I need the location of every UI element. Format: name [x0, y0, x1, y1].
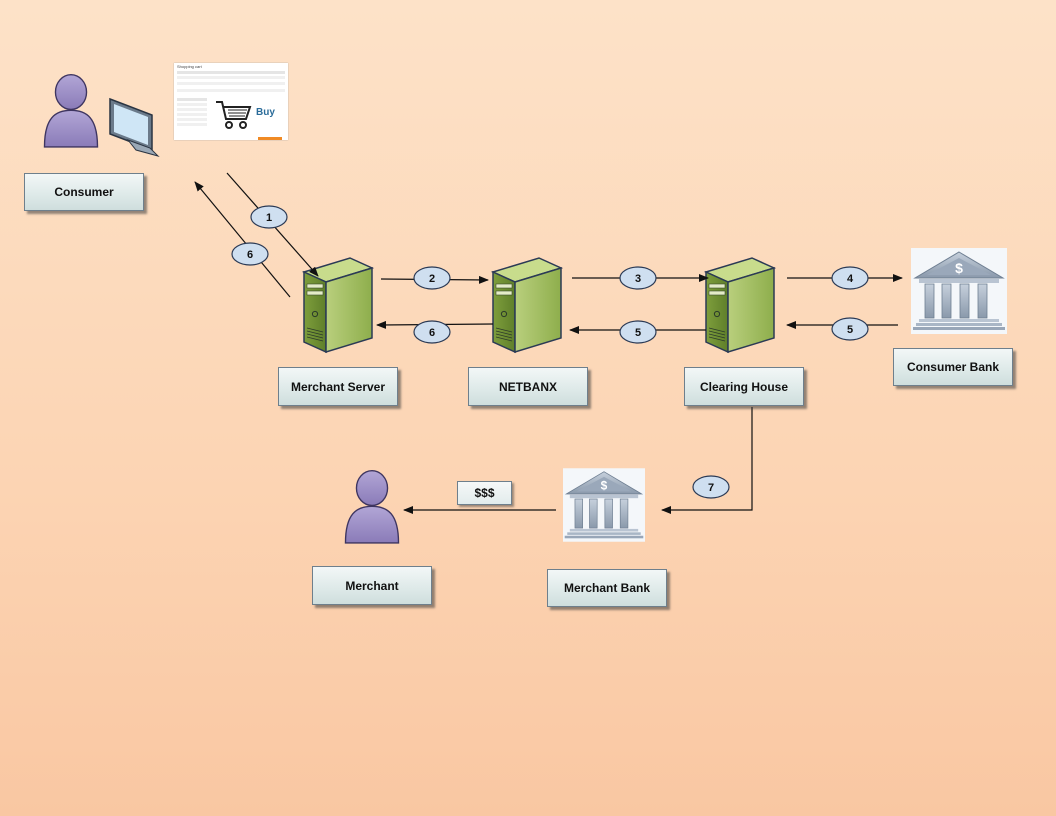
consumer-computer-icon — [109, 97, 160, 157]
shopping-cart-screenshot: Shopping cart Buy — [174, 63, 288, 140]
step-number: 7 — [708, 482, 714, 494]
merchant-bank-label: Merchant Bank — [547, 569, 667, 607]
cart-row — [177, 108, 207, 111]
cart-row — [177, 98, 207, 101]
cart-row — [177, 71, 285, 74]
cart-row — [177, 103, 207, 106]
cart-row — [177, 82, 285, 85]
merchant-server-label: Merchant Server — [278, 367, 398, 406]
step-number: 6 — [247, 249, 253, 261]
step-bubble-7 — [692, 475, 730, 499]
consumer-bank-label: Consumer Bank — [893, 348, 1013, 386]
arrow-clearing-to-merchant-bank — [661, 407, 753, 514]
cart-row — [177, 76, 285, 79]
consumer-person-icon — [43, 73, 99, 148]
step-number: 4 — [847, 273, 854, 285]
consumer-label: Consumer — [24, 173, 144, 211]
checkout-bar — [258, 137, 282, 140]
step-number: 2 — [429, 273, 435, 285]
step-bubble-5a — [619, 320, 657, 344]
cart-row — [177, 89, 285, 92]
step-number: 5 — [847, 324, 853, 336]
buy-label: Buy — [256, 107, 275, 118]
cart-row — [177, 118, 207, 121]
step-number: 5 — [635, 327, 641, 339]
step-bubble-6a — [231, 242, 269, 266]
step-bubble-6b — [413, 320, 451, 344]
merchant-bank-icon — [563, 468, 645, 542]
cart-row — [177, 113, 207, 116]
clearing-house-label: Clearing House — [684, 367, 804, 406]
step-bubble-5b — [831, 317, 869, 341]
arrow-merchant-to-consumer — [194, 181, 291, 298]
payout-label: $$$ — [457, 481, 512, 505]
step-number: 1 — [266, 212, 272, 224]
clearing-house-server-icon — [705, 257, 775, 353]
netbanx-label: NETBANX — [468, 367, 588, 406]
step-bubble-1 — [250, 205, 288, 229]
step-number: 3 — [635, 273, 641, 285]
cart-row — [177, 123, 207, 126]
cart-screenshot-title: Shopping cart — [177, 64, 202, 69]
shopping-cart-icon — [216, 101, 252, 129]
consumer-bank-icon — [911, 248, 1007, 334]
step-bubble-2 — [413, 266, 451, 290]
step-bubble-4 — [831, 266, 869, 290]
merchant-person-icon — [344, 469, 400, 544]
step-bubble-3 — [619, 266, 657, 290]
step-number: 6 — [429, 327, 435, 339]
merchant-label: Merchant — [312, 566, 432, 605]
netbanx-server-icon — [492, 257, 562, 353]
